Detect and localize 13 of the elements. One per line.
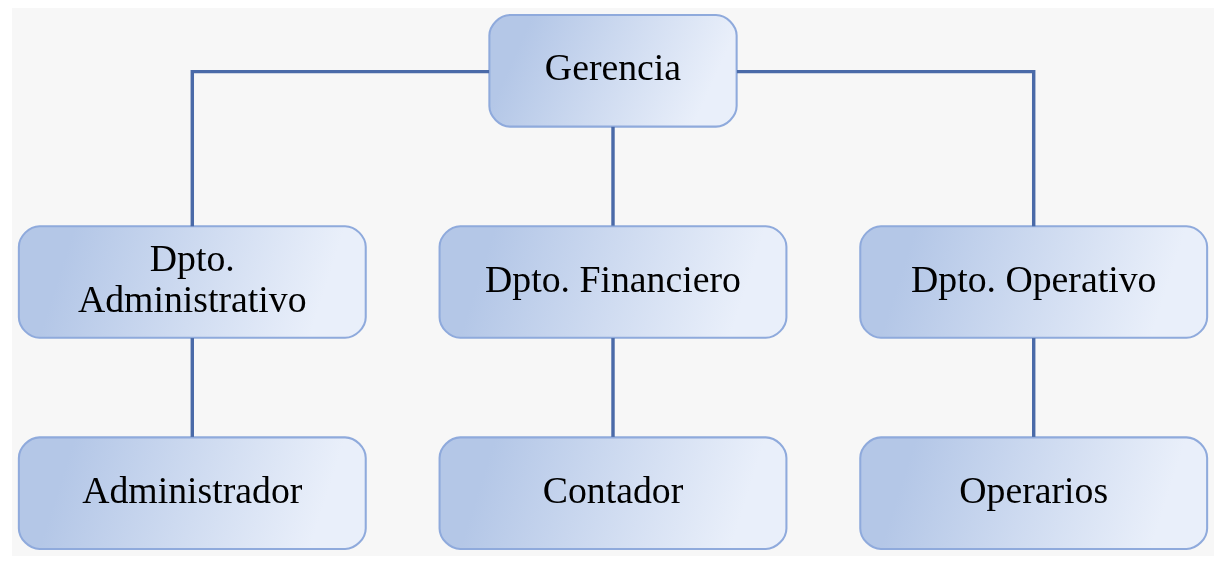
connector — [1032, 338, 1036, 437]
connector — [736, 69, 1036, 227]
node-box: Gerencia — [488, 13, 738, 128]
node-box: Dpto. Administrativo — [17, 225, 367, 339]
connector — [190, 69, 490, 227]
node-box: Administrador — [17, 436, 367, 551]
connector — [190, 338, 194, 437]
connector — [611, 338, 615, 437]
node-box: Dpto. Financiero — [438, 225, 788, 339]
connector — [611, 126, 615, 226]
node-box: Operarios — [859, 436, 1209, 551]
node-box: Dpto. Operativo — [859, 225, 1209, 339]
node-box: Contador — [438, 436, 788, 551]
